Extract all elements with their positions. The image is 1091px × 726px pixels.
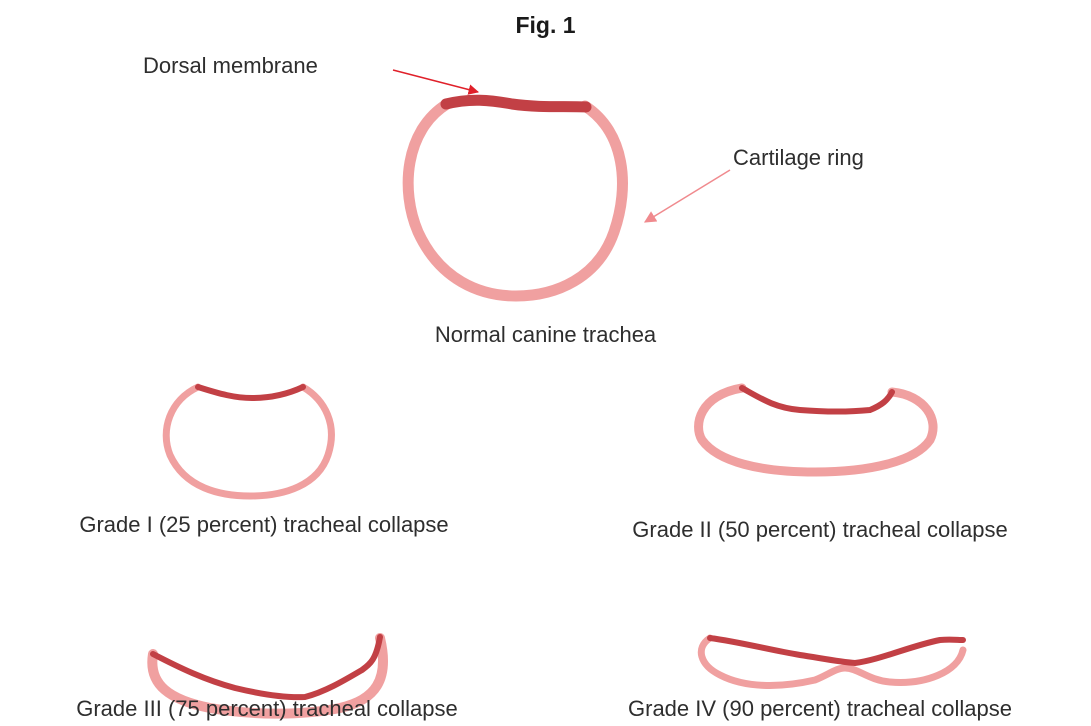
grade3-dorsal-membrane (153, 637, 380, 697)
grade1-cartilage-ring (166, 387, 331, 496)
grade4-caption: Grade IV (90 percent) tracheal collapse (560, 696, 1080, 722)
grade2-dorsal-membrane (742, 388, 892, 412)
grade1-caption: Grade I (25 percent) tracheal collapse (0, 512, 528, 538)
grade4-trachea (701, 638, 963, 685)
grade2-cartilage-ring (699, 388, 934, 472)
grade4-dorsal-membrane (710, 638, 963, 663)
grade3-caption: Grade III (75 percent) tracheal collapse (0, 696, 534, 722)
grade1-dorsal-membrane (198, 387, 303, 398)
normal-trachea-caption: Normal canine trachea (0, 322, 1091, 348)
grade1-trachea (166, 387, 331, 496)
normal-trachea (408, 100, 622, 296)
dorsal-membrane-arrow (393, 70, 478, 92)
grade2-caption: Grade II (50 percent) tracheal collapse (560, 517, 1080, 543)
cartilage-ring-arrow (645, 170, 730, 222)
grade2-trachea (699, 388, 934, 472)
normal-dorsal-membrane (446, 100, 586, 107)
normal-cartilage-ring (408, 104, 622, 296)
